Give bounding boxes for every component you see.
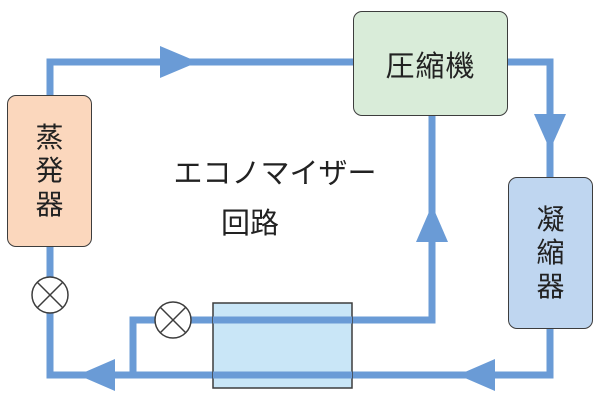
evaporator-box: 蒸 発 器 — [7, 95, 92, 247]
arrowhead-icon — [160, 46, 198, 78]
evaporator-label-char: 蒸 — [35, 121, 64, 155]
pipe-evaporator-to-compressor — [46, 58, 353, 95]
evaporator-label-char: 発 — [35, 154, 64, 188]
diagram-title-line1: エコノマイザー — [173, 156, 377, 190]
condenser-label-char: 縮 — [536, 236, 565, 270]
compressor-label: 圧縮機 — [385, 48, 476, 83]
expansion-valve-economizer — [154, 301, 192, 339]
condenser-box: 凝 縮 器 — [508, 177, 593, 329]
pipe-economizer-branch — [129, 316, 155, 375]
evaporator-label-char: 器 — [35, 187, 64, 221]
condenser-label-char: 器 — [536, 269, 565, 303]
diagram-title-line2: 回路 — [220, 206, 279, 240]
compressor-box: 圧縮機 — [353, 11, 508, 116]
arrowhead-icon — [534, 114, 566, 150]
arrowhead-icon — [416, 205, 448, 242]
condenser-label-char: 凝 — [536, 203, 565, 237]
arrowhead-icon — [458, 359, 495, 391]
arrowhead-icon — [78, 359, 115, 391]
flow-arrows — [78, 46, 566, 391]
expansion-valve-evaporator — [31, 276, 69, 314]
